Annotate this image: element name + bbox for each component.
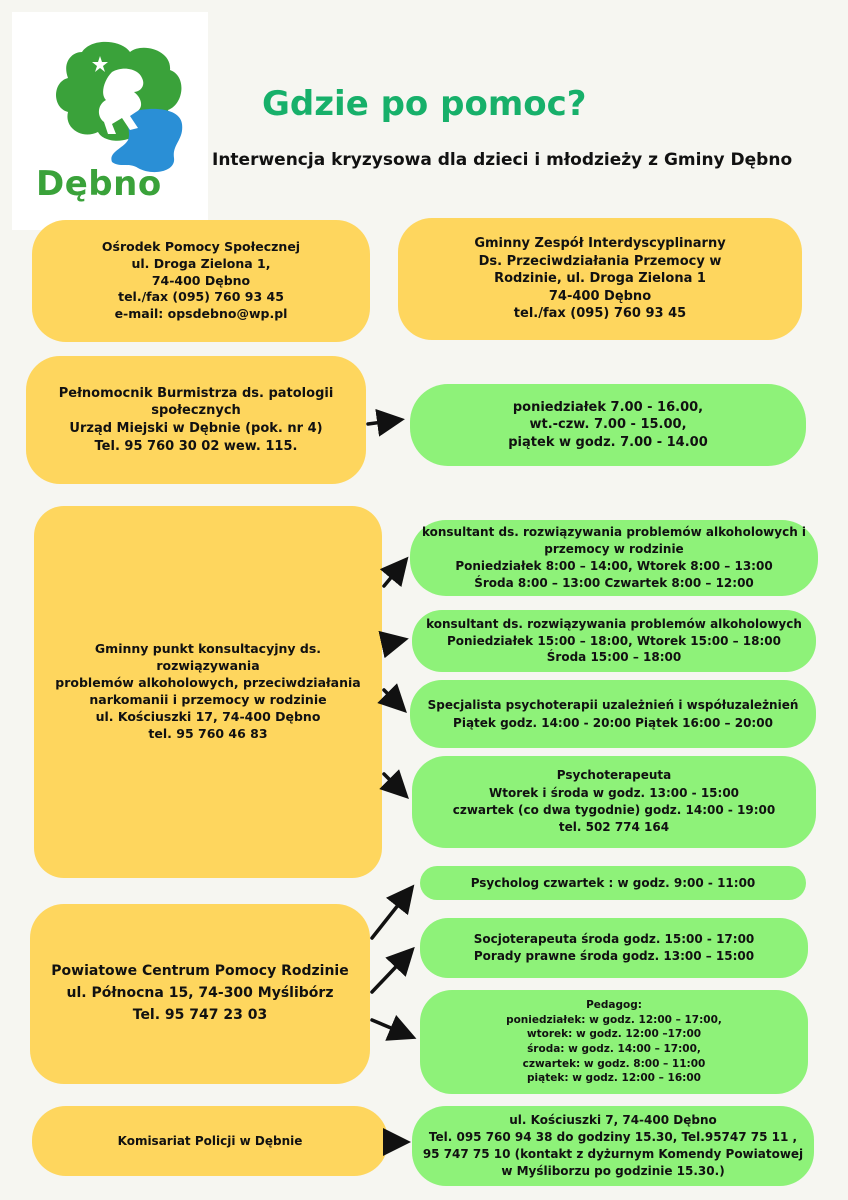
item-line: tel. 502 774 164 [558,820,670,835]
pelnomocnik-line: Urząd Miejski w Dębnie (pok. nr 4) [69,421,323,436]
gpk-line: narkomanii i przemocy w rodzinie [89,692,327,707]
arrow-icon [379,769,409,799]
item-line: Pedagog: [586,998,642,1011]
item-line: konsultant ds. rozwiązywania problemów a… [426,616,802,631]
item-line: wtorek: w godz. 12:00 –17:00 [526,1028,702,1041]
item-line: Poniedziałek 8:00 – 14:00, Wtorek 8:00 –… [455,559,773,573]
gpk-box: Gminny punkt konsultacyjny ds. rozwiązyw… [34,506,382,878]
policja-info-box: ul. Kościuszki 7, 74-400 Dębno Tel. 095 … [412,1106,814,1186]
item-line: Poniedziałek 15:00 – 18:00, Wtorek 15:00… [446,633,782,648]
item-line: piątek: w godz. 12:00 – 16:00 [527,1072,701,1085]
arrow-icon [378,630,409,659]
pelnomocnik-line: społecznych [151,403,241,419]
policja-line: Komisariat Policji w Dębnie [117,1133,303,1148]
pcpr-box: Powiatowe Centrum Pomocy Rodzinie ul. Pó… [30,904,370,1084]
item-line: Specjalista psychoterapii uzależnień i w… [427,698,799,712]
gpk-line: ul. Kościuszki 17, 74-400 Dębno [95,708,321,724]
item-line: poniedziałek: w godz. 12:00 – 17:00, [506,1013,722,1026]
page-title: Gdzie po pomoc? [262,84,587,124]
item-line: czwartek: w godz. 8:00 – 11:00 [522,1057,706,1070]
gzi-line: tel./fax (095) 760 93 45 [513,306,687,322]
item-line: Środa 15:00 – 18:00 [546,650,682,665]
gpk-item-specjalista: Specjalista psychoterapii uzależnień i w… [410,680,816,748]
gzi-line: Ds. Przeciwdziałania Przemocy w [478,253,722,269]
lion-emblem-icon [56,41,183,173]
item-line: Psycholog czwartek : w godz. 9:00 - 11:0… [470,875,756,890]
gpk-item-psychoterapeuta: Psychoterapeuta Wtorek i środa w godz. 1… [412,756,816,848]
item-line: konsultant ds. rozwiązywania problemów a… [421,525,807,540]
item-line: Piątek godz. 14:00 - 20:00 Piątek 16:00 … [453,716,773,730]
item-line: przemocy w rodzinie [544,542,684,557]
page-subtitle: Interwencja kryzysowa dla dzieci i młodz… [212,150,793,170]
ops-line: ul. Droga Zielona 1, [131,255,271,271]
arrow-icon [370,946,415,994]
ops-box: Ośrodek Pomocy Społecznej ul. Droga Ziel… [32,220,370,342]
gpk-line: problemów alkoholowych, przeciwdziałania [55,675,361,691]
info-line: Tel. 095 760 94 38 do godziny 15.30, Tel… [428,1130,798,1145]
arrow-icon [366,408,405,437]
item-line: Środa 8:00 – 13:00 Czwartek 8:00 – 12:00 [474,575,754,590]
pcpr-line: Powiatowe Centrum Pomocy Rodzinie [51,963,349,980]
pelnomocnik-box: Pełnomocnik Burmistrza ds. patologii spo… [26,356,366,484]
pcpr-line: Tel. 95 747 23 03 [132,1006,268,1023]
item-line: Wtorek i środa w godz. 13:00 - 15:00 [488,785,740,800]
ops-line: 74-400 Dębno [151,272,251,288]
gzi-line: 74-400 Dębno [548,288,652,304]
ops-line: tel./fax (095) 760 93 45 [118,289,284,305]
gpk-item-konsultant-1: konsultant ds. rozwiązywania problemów a… [410,520,818,596]
hours-line: piątek w godz. 7.00 - 14.00 [508,434,708,450]
pcpr-line: ul. Północna 15, 74-300 Myślibórz [66,985,334,1002]
item-line: środa: w godz. 14:00 – 17:00, [527,1043,701,1055]
item-line: Porady prawne środa godz. 13:00 – 15:00 [473,949,755,963]
logo: Dębno [12,12,208,230]
arrow-icon [370,884,415,940]
pcpr-item-socjoterapeuta: Socjoterapeuta środa godz. 15:00 - 17:00… [420,918,808,978]
hours-line: poniedziałek 7.00 - 16.00, [512,399,704,415]
policja-box: Komisariat Policji w Dębnie [32,1106,388,1176]
gzi-box: Gminny Zespół Interdyscyplinarny Ds. Prz… [398,218,802,340]
item-line: Psychoterapeuta [556,768,672,783]
info-line: ul. Kościuszki 7, 74-400 Dębno [509,1113,717,1128]
gpk-line: tel. 95 760 46 83 [148,725,268,741]
gzi-line: Rodzinie, ul. Droga Zielona 1 [494,271,706,287]
pcpr-item-pedagog: Pedagog: poniedziałek: w godz. 12:00 – 1… [420,990,808,1094]
ops-email: e-mail: opsdebno@wp.pl [114,306,288,322]
item-line: czwartek (co dwa tygodnie) godz. 14:00 -… [452,803,776,817]
pelnomocnik-hours-box: poniedziałek 7.00 - 16.00, wt.-czw. 7.00… [410,384,806,466]
logo-text: Dębno [36,164,162,204]
pelnomocnik-line: Tel. 95 760 30 02 wew. 115. [94,438,298,454]
gpk-line: Gminny punkt konsultacyjny ds. rozwiązyw… [94,641,322,674]
gzi-line: Gminny Zespół Interdyscyplinarny [474,236,726,252]
pelnomocnik-line: Pełnomocnik Burmistrza ds. patologii [58,385,334,401]
ops-line: Ośrodek Pomocy Społecznej [101,238,301,254]
hours-line: wt.-czw. 7.00 - 15.00, [529,417,687,433]
arrow-icon [370,1014,417,1041]
pcpr-item-psycholog: Psycholog czwartek : w godz. 9:00 - 11:0… [420,866,806,900]
gpk-item-konsultant-2: konsultant ds. rozwiązywania problemów a… [412,610,816,672]
arrow-icon [377,683,407,713]
arrow-icon [379,556,409,588]
item-line: Socjoterapeuta środa godz. 15:00 - 17:00 [473,931,755,946]
info-line: w Myśliborzu po godzinie 15.30.) [501,1163,725,1178]
info-line: 95 747 75 10 (kontakt z dyżurnym Komendy… [422,1147,804,1161]
